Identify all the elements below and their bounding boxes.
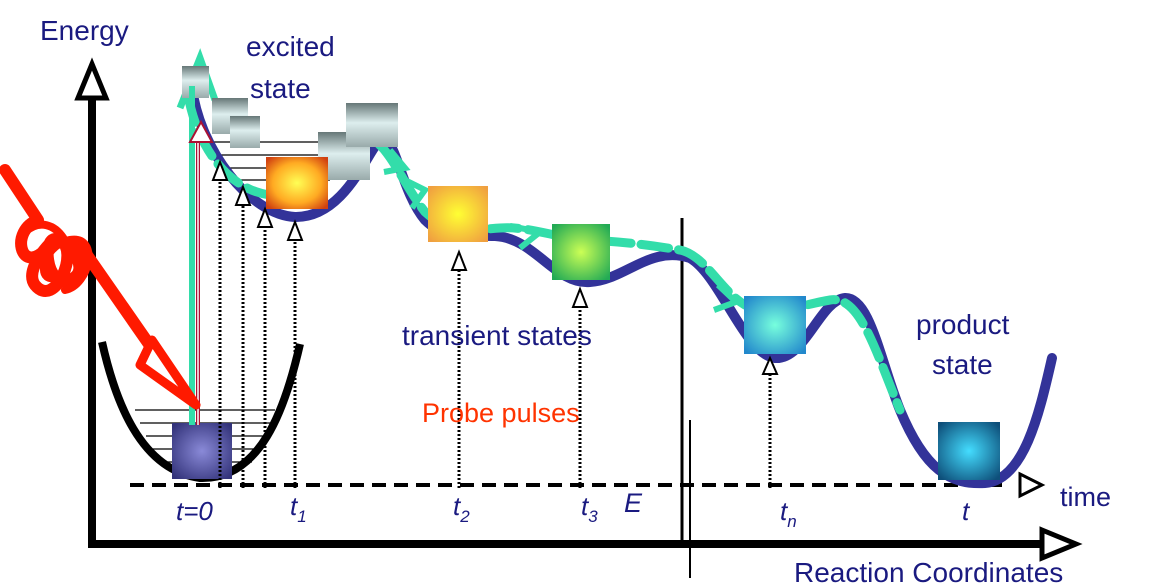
energy-axis-label: Energy bbox=[40, 15, 129, 46]
text-labels: Energy excited state transient states Pr… bbox=[40, 15, 1111, 588]
probe-arrow-t0b bbox=[234, 184, 252, 488]
excited-wavepacket-squares bbox=[182, 66, 398, 180]
probe-arrow-t0a bbox=[211, 159, 229, 488]
reaction-axis-arrowhead bbox=[1039, 526, 1083, 562]
probe-arrow-t1 bbox=[286, 219, 304, 488]
time-label-t0: t=0 bbox=[176, 496, 213, 526]
transient-state-box-1 bbox=[428, 186, 488, 242]
trajectory-arrowhead-4 bbox=[712, 282, 742, 313]
pump-pulse-arrowhead bbox=[135, 335, 201, 410]
product-state-label-line1: product bbox=[916, 309, 1010, 340]
ground-state-box bbox=[172, 423, 232, 479]
probe-arrow-tn bbox=[761, 355, 779, 488]
time-label-t3: t3 bbox=[581, 491, 598, 526]
time-label-tn: tn bbox=[780, 496, 797, 531]
axes bbox=[74, 57, 1083, 578]
trajectory-arrowhead-3 bbox=[509, 223, 547, 251]
time-label-t-final: t bbox=[962, 496, 971, 526]
reaction-coordinates-label: Reaction Coordinates bbox=[794, 557, 1063, 588]
state-boxes bbox=[172, 157, 1000, 480]
product-state-box bbox=[938, 422, 1000, 480]
time-axis-arrowhead bbox=[1018, 471, 1046, 499]
trajectory-arrowhead-1 bbox=[383, 148, 411, 175]
transient-states-label: transient states bbox=[402, 320, 592, 351]
pump-pulse bbox=[0, 164, 201, 410]
excited-state-box bbox=[266, 157, 328, 209]
time-axis-label: time bbox=[1060, 482, 1111, 512]
excitation-arrows bbox=[188, 86, 214, 425]
excitation-red-arrowhead bbox=[188, 119, 214, 143]
energy-axis-arrowhead bbox=[74, 57, 110, 101]
time-label-t2: t2 bbox=[453, 491, 470, 526]
probe-pulse-arrows bbox=[211, 159, 779, 488]
excited-state-label-line1: excited bbox=[246, 31, 335, 62]
transient-state-box-2 bbox=[552, 224, 610, 280]
product-state-label-line2: state bbox=[932, 349, 993, 380]
energy-gap-label: E bbox=[624, 488, 643, 518]
probe-arrow-t3 bbox=[571, 286, 589, 488]
probe-arrow-t0c bbox=[256, 206, 274, 488]
transient-state-box-3 bbox=[744, 296, 806, 354]
probe-arrow-t2 bbox=[450, 249, 468, 488]
time-label-t1: t1 bbox=[290, 491, 307, 526]
trajectory-arrowhead-2 bbox=[403, 177, 430, 210]
excited-state-label-line2: state bbox=[250, 73, 311, 104]
probe-pulses-label: Probe pulses bbox=[422, 398, 580, 428]
